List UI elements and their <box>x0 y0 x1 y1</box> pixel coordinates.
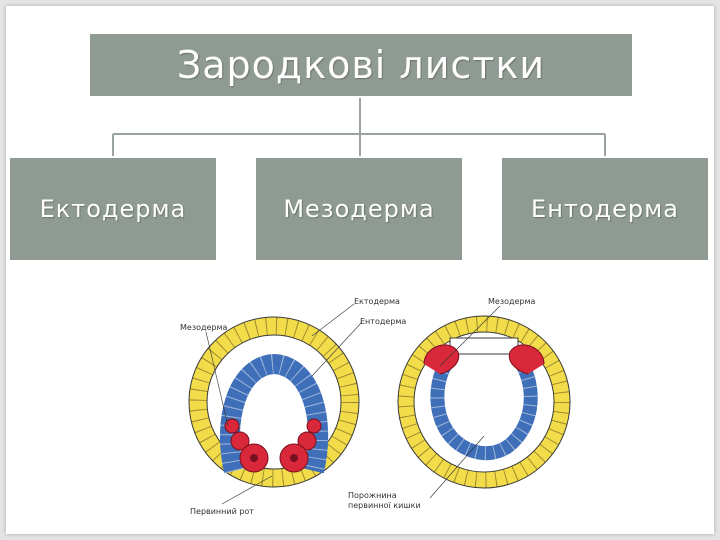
slide: Зародкові листки Ектодерма Мезодерма Ент… <box>6 6 714 534</box>
label-mesoderm-left: Мезодерма <box>180 323 228 332</box>
diagram-title: Зародкові листки <box>176 43 546 87</box>
label-primary-mouth: Первинний рот <box>190 507 254 516</box>
left-embryo <box>188 316 360 488</box>
label-gut-cavity-1: Порожнина <box>348 491 397 500</box>
right-mesoderm-pocket <box>423 344 460 375</box>
layer-box-mesoderm: Мезодерма <box>254 156 464 262</box>
germ-layers-figure: Мезодерма Ектодерма Ентодерма Мезодерма … <box>162 276 586 524</box>
hierarchy-connectors <box>112 98 606 156</box>
right-embryo <box>397 315 571 489</box>
layer-label-mesoderm: Мезодерма <box>283 195 435 223</box>
left-mesoderm-cell <box>224 418 240 434</box>
left-ectoderm-ring <box>189 317 359 487</box>
layer-box-ectoderm: Ектодерма <box>8 156 218 262</box>
label-endoderm: Ентодерма <box>360 317 406 326</box>
label-ectoderm: Ектодерма <box>354 297 400 306</box>
embryo-illustration: Мезодерма Ектодерма Ентодерма Мезодерма … <box>180 297 571 516</box>
label-mesoderm-right: Мезодерма <box>488 297 536 306</box>
layer-box-endoderm: Ентодерма <box>500 156 710 262</box>
layer-label-ectoderm: Ектодерма <box>39 195 187 223</box>
right-endoderm-tube <box>430 351 538 461</box>
layer-label-endoderm: Ентодерма <box>531 195 679 223</box>
title-box: Зародкові листки <box>88 32 634 98</box>
label-gut-cavity-2: первинної кишки <box>348 501 421 510</box>
